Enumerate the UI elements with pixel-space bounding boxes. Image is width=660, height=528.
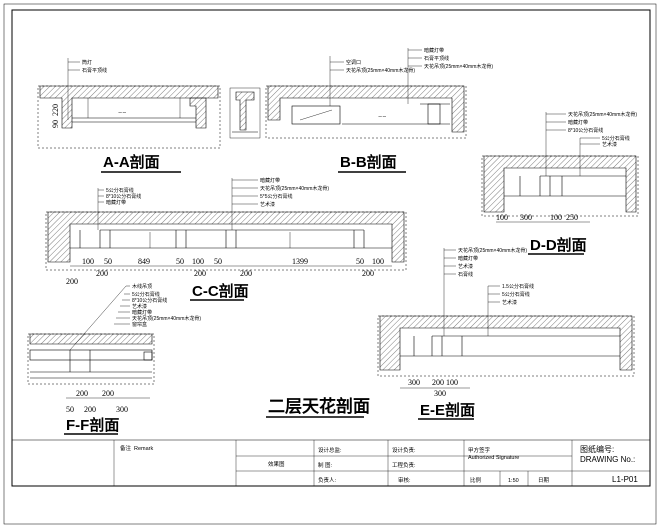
callout-bb-4: 石膏平顶线 bbox=[424, 55, 449, 62]
section-cc-title: C-C剖面 bbox=[192, 282, 249, 300]
tb-notes-label-en: Remark bbox=[134, 446, 154, 452]
dim-cc-14: 200 bbox=[66, 277, 78, 286]
dim-dd-1: 100 bbox=[496, 213, 508, 222]
section-aa-title: A-A剖面 bbox=[103, 153, 160, 171]
svg-text:∼∼: ∼∼ bbox=[378, 114, 386, 120]
dim-aa-1: 220 bbox=[51, 104, 60, 116]
callout-dd-5: 艺术漆 bbox=[602, 141, 617, 148]
section-cc: 5公分石膏线 8*10公分石膏线 暗藏灯带 暗藏灯带 天花吊顶(25mm×40m… bbox=[45, 177, 407, 301]
callout-bb-2: 暗藏灯带 bbox=[424, 47, 444, 54]
dim-dd-3: 100 bbox=[550, 213, 562, 222]
svg-text:∼∼: ∼∼ bbox=[118, 110, 126, 116]
section-bb: ∼∼ 空调口 暗藏灯带 天花吊顶(25mm×40mm木龙骨) 石膏平顶线 天花吊… bbox=[265, 47, 493, 173]
dim-cc-2: 50 bbox=[104, 257, 112, 266]
callout-cc-5: 暗藏灯带 bbox=[106, 199, 126, 206]
callout-ff-5: 暗藏灯带 bbox=[132, 309, 152, 316]
callout-ff-1: 木线吊顶 bbox=[132, 283, 152, 290]
callout-bb-3: 天花吊顶(25mm×40mm木龙骨) bbox=[346, 67, 415, 74]
callout-ff-3: 8*10公分石膏线 bbox=[132, 297, 167, 304]
tb-checked: 审核: bbox=[398, 476, 411, 484]
callout-aa-1: 筒灯 bbox=[82, 59, 92, 66]
dim-cc-9: 100 bbox=[372, 257, 384, 266]
tb-drawing-no-label: 图纸编号: bbox=[580, 444, 614, 454]
callout-ee-6: 5公分石膏线 bbox=[502, 291, 530, 298]
dim-cc-3: 849 bbox=[138, 257, 150, 266]
dim-ee-4: 300 bbox=[434, 389, 446, 398]
callout-cc-2: 天花吊顶(25mm×40mm木龙骨) bbox=[260, 185, 329, 192]
tb-person: 负责人: bbox=[318, 476, 337, 484]
callout-ee-4: 石膏线 bbox=[458, 271, 473, 278]
dim-aa-2: 90 bbox=[51, 120, 60, 128]
callout-bb-1: 空调口 bbox=[346, 59, 361, 66]
callout-ee-2: 暗藏灯带 bbox=[458, 255, 478, 262]
dim-cc-10: 200 bbox=[96, 269, 108, 278]
dim-dd-2: 300 bbox=[520, 213, 532, 222]
dim-ff-5: 300 bbox=[116, 405, 128, 414]
inner-frame bbox=[11, 9, 651, 487]
dim-ff-1: 200 bbox=[76, 389, 88, 398]
dim-cc-8: 50 bbox=[356, 257, 364, 266]
dim-ff-2: 200 bbox=[102, 389, 114, 398]
section-bb-title: B-B剖面 bbox=[340, 153, 397, 171]
dim-cc-13: 200 bbox=[362, 269, 374, 278]
callout-bb-5: 天花吊顶(25mm×40mm木龙骨) bbox=[424, 63, 493, 70]
tb-drawing-no-en: DRAWING No.: bbox=[580, 455, 635, 464]
dim-cc-12: 200 bbox=[240, 269, 252, 278]
tb-drawing-no: L1-P01 bbox=[612, 475, 638, 484]
tb-notes-label: 备注 bbox=[120, 444, 132, 452]
callout-cc-1: 暗藏灯带 bbox=[260, 177, 280, 184]
callout-dd-3: 8*10公分石膏线 bbox=[568, 127, 603, 134]
callout-ee-1: 天花吊顶(25mm×40mm木龙骨) bbox=[458, 247, 527, 254]
callout-cc-4: 8*10公分石膏线 bbox=[106, 193, 141, 200]
callout-ee-3: 艺术漆 bbox=[458, 263, 473, 270]
callout-dd-4: 5公分石膏线 bbox=[602, 135, 630, 142]
section-dd: 天花吊顶(25mm×40mm木龙骨) 暗藏灯带 8*10公分石膏线 5公分石膏线… bbox=[481, 111, 639, 255]
section-ee: 天花吊顶(25mm×40mm木龙骨) 暗藏灯带 艺术漆 石膏线 1.5公分石膏线… bbox=[377, 247, 635, 420]
section-ff-title: F-F剖面 bbox=[66, 416, 119, 434]
tb-owner-en: Authorized Signature bbox=[468, 455, 519, 461]
callout-cc-6: 5*5公分石膏线 bbox=[260, 193, 293, 200]
dim-cc-11: 200 bbox=[194, 269, 206, 278]
callout-dd-2: 暗藏灯带 bbox=[568, 119, 588, 126]
title-block: 备注 Remark 效果图 设计总监: 制 图: 负责人: 设计负责: 工程负责… bbox=[12, 439, 650, 486]
callout-cc-7: 艺术漆 bbox=[260, 201, 275, 208]
tb-owner: 甲方签字 bbox=[468, 446, 491, 454]
dim-ee-3: 100 bbox=[446, 378, 458, 387]
callout-ff-7: 窗帘盒 bbox=[132, 321, 147, 328]
dim-cc-7: 1399 bbox=[292, 257, 308, 266]
callout-ee-7: 艺术漆 bbox=[502, 299, 517, 306]
callout-aa-2: 石膏平顶线 bbox=[82, 67, 107, 74]
dim-ff-3: 50 bbox=[66, 405, 74, 414]
drawing-title: 二层天花剖面 bbox=[268, 396, 370, 416]
callout-ff-6: 天花吊顶(25mm×40mm木龙骨) bbox=[132, 315, 201, 322]
section-dd-title: D-D剖面 bbox=[530, 236, 587, 254]
callout-ff-2: 5公分石膏线 bbox=[132, 291, 160, 298]
callout-cc-3: 5公分石膏线 bbox=[106, 187, 134, 194]
dim-cc-5: 100 bbox=[192, 257, 204, 266]
tb-scale-value: 1:50 bbox=[508, 478, 519, 484]
outer-frame bbox=[3, 3, 657, 525]
callout-ff-4: 艺术漆 bbox=[132, 303, 147, 310]
tb-date-label: 日期 bbox=[538, 477, 550, 484]
tb-drawn: 制 图: bbox=[318, 461, 333, 469]
tb-project-design: 设计总监: bbox=[318, 446, 342, 454]
dim-cc-4: 50 bbox=[176, 257, 184, 266]
dim-ee-1: 300 bbox=[408, 378, 420, 387]
section-ff: 木线吊顶 5公分石膏线 8*10公分石膏线 艺术漆 暗藏灯带 天花吊顶(25mm… bbox=[27, 283, 201, 435]
tb-design-by: 设计负责: bbox=[392, 446, 416, 454]
tb-project-name: 效果图 bbox=[268, 460, 285, 468]
dim-cc-1: 100 bbox=[82, 257, 94, 266]
callout-dd-1: 天花吊顶(25mm×40mm木龙骨) bbox=[568, 111, 637, 118]
dim-ee-2: 200 bbox=[432, 378, 444, 387]
tb-engineer: 工程负责: bbox=[392, 461, 416, 469]
tb-scale-label: 比例 bbox=[470, 476, 482, 484]
section-aa: ∼∼ 筒灯 石膏平顶线 220 90 A-A剖面 bbox=[37, 58, 261, 173]
dim-ff-4: 200 bbox=[84, 405, 96, 414]
dim-cc-6: 50 bbox=[214, 257, 222, 266]
dim-dd-4: 250 bbox=[566, 213, 578, 222]
section-ee-title: E-E剖面 bbox=[420, 401, 475, 419]
callout-ee-5: 1.5公分石膏线 bbox=[502, 283, 534, 290]
